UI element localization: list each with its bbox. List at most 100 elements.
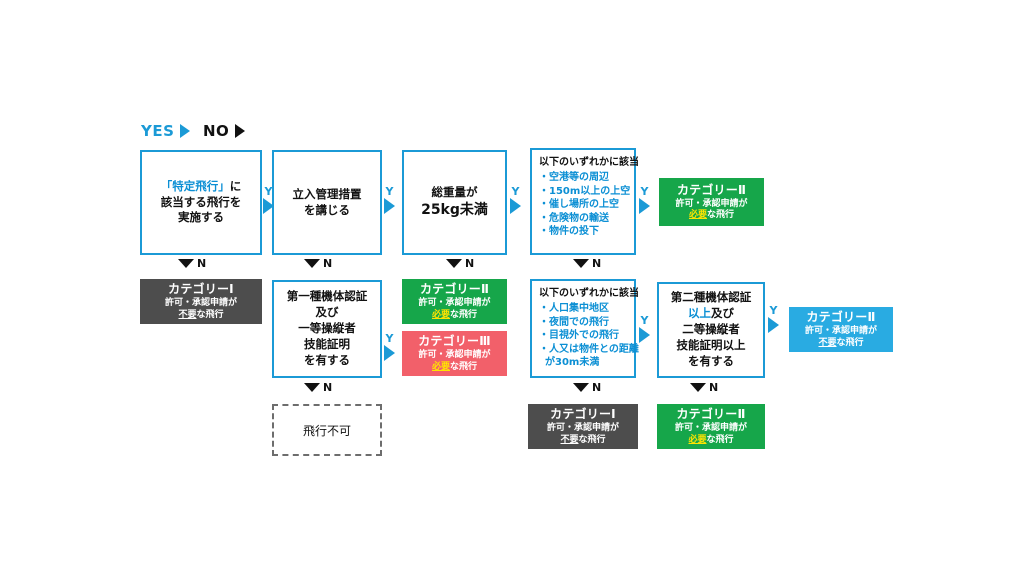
q6-line4: 技能証明 [304, 336, 350, 351]
result-category2-green-mid[interactable]: カテゴリーⅡ 許可・承認申請が 必要な飛行 [659, 178, 764, 226]
q7-line3: 二等操縦者 [682, 322, 740, 337]
connector-yes-label: Y [511, 185, 520, 198]
connector-yes-q2: Y [384, 186, 395, 214]
result-sub-line1: 許可・承認申請が [418, 298, 491, 309]
result-sub-mark: 不要 [178, 309, 197, 320]
connector-yes-q6: Y [384, 333, 395, 361]
legend-yes: YES [141, 122, 191, 140]
question-box-type1-cert[interactable]: 第一種機体認証 及び 一等操縦者 技能証明 を有する [272, 280, 382, 378]
result-category2-lightblue[interactable]: カテゴリーⅡ 許可・承認申請が 不要な飛行 [789, 307, 893, 352]
connector-no-label: N [323, 381, 333, 394]
result-title: カテゴリーⅡ [806, 310, 876, 325]
result-category2-green-top[interactable]: カテゴリーⅡ 許可・承認申請が 必要な飛行 [402, 279, 507, 324]
arrow-down-icon [573, 383, 589, 392]
connector-no-label: N [592, 257, 602, 270]
result-sub-mark: 不要 [818, 337, 837, 348]
legend-no-label: NO [203, 122, 230, 140]
q5-item-2: ・目視外での飛行 [539, 330, 619, 342]
result-sub-post: な飛行 [707, 210, 735, 220]
question-box-specified-flight-list[interactable]: 以下のいずれかに該当 ・空港等の周辺 ・150m以上の上空 ・催し場所の上空 ・… [530, 148, 639, 255]
arrow-down-icon [573, 259, 589, 268]
result-sub-line2: 不要な飛行 [560, 435, 605, 446]
connector-no-q4: N [573, 258, 601, 269]
q2-line1: 立入管理措置 [292, 186, 362, 201]
result-sub-line1: 許可・承認申請が [804, 326, 877, 337]
result-sub-post: な飛行 [706, 434, 734, 445]
arrow-right-icon [510, 198, 521, 214]
connector-no-q6: N [304, 382, 332, 393]
result-sub-line2: 必要な飛行 [689, 210, 734, 221]
question-box-type2-cert[interactable]: 第二種機体認証 以上及び 二等操縦者 技能証明以上 を有する [657, 282, 765, 378]
connector-no-label: N [323, 257, 333, 270]
q1-line1-emph: 「特定飛行」 [160, 178, 230, 193]
connector-no-q3: N [446, 258, 474, 269]
question-box-total-weight[interactable]: 総重量が 25kg未満 [402, 150, 507, 255]
connector-yes-label: Y [264, 185, 273, 198]
q3-line2: 25kg未満 [421, 201, 488, 218]
arrow-right-icon [768, 317, 779, 333]
legend-no: NO [203, 122, 246, 140]
result-category1-b[interactable]: カテゴリーⅠ 許可・承認申請が 不要な飛行 [528, 404, 638, 449]
result-sub-line2: 必要な飛行 [688, 435, 733, 446]
connector-yes-label: Y [385, 332, 394, 345]
result-title: カテゴリーⅢ [418, 334, 491, 349]
arrow-right-icon [384, 345, 395, 361]
arrow-right-icon [263, 198, 274, 214]
q7-line2-emph: 以上 [688, 306, 711, 321]
result-sub-line2: 不要な飛行 [818, 338, 863, 349]
q1-line3: 実施する [178, 210, 224, 225]
q4-item-0: ・空港等の周辺 [539, 172, 609, 184]
result-sub-line2: 必要な飛行 [432, 310, 477, 321]
q5-item-3: ・人又は物件との距離 [539, 343, 639, 355]
connector-no-q5: N [573, 382, 601, 393]
q4-item-4: ・物件の投下 [539, 225, 599, 237]
connector-yes-label: Y [640, 314, 649, 327]
q7-line2: 以上及び [688, 306, 734, 322]
question-box-entry-control[interactable]: 立入管理措置 を講じる [272, 150, 382, 255]
result-category2-green-bottom[interactable]: カテゴリーⅡ 許可・承認申請が 必要な飛行 [657, 404, 765, 449]
arrow-down-icon [304, 259, 320, 268]
arrow-down-icon [446, 259, 462, 268]
arrow-right-icon [639, 198, 650, 214]
result-sub-post: な飛行 [450, 361, 478, 372]
q7-line2-tail: 及び [711, 306, 734, 321]
q6-line2: 及び [315, 305, 339, 320]
question-box-dense-area-list[interactable]: 以下のいずれかに該当 ・人口集中地区 ・夜間での飛行 ・目視外での飛行 ・人又は… [530, 279, 639, 378]
q1-line1-tail: に [229, 178, 242, 193]
connector-yes-q3: Y [510, 186, 521, 214]
q5-item-cont-text: が30m未満 [545, 356, 600, 368]
q7-line5: を有する [688, 353, 734, 368]
q5-item-1: ・夜間での飛行 [539, 316, 609, 328]
q1-line1: 「特定飛行」に [161, 179, 242, 195]
q4-item-2: ・催し場所の上空 [539, 199, 619, 211]
result-sub-mark: 必要 [431, 309, 450, 320]
q4-item-1: ・150m以上の上空 [539, 185, 631, 197]
result-no-flight-label: 飛行不可 [302, 423, 351, 438]
connector-no-q1: N [178, 258, 206, 269]
result-sub-line1: 許可・承認申請が [418, 350, 491, 361]
result-title: カテゴリーⅡ [676, 407, 746, 422]
q4-header: 以下のいずれかに該当 [539, 157, 639, 168]
result-sub-line2: 不要な飛行 [178, 310, 223, 321]
result-sub-line1: 許可・承認申請が [674, 423, 747, 434]
arrow-down-icon [690, 383, 706, 392]
result-category1-a[interactable]: カテゴリーⅠ 許可・承認申請が 不要な飛行 [140, 279, 262, 324]
connector-no-label: N [709, 381, 719, 394]
connector-yes-label: Y [385, 185, 394, 198]
q3-line1: 総重量が [431, 184, 478, 199]
result-sub-mark: 必要 [688, 434, 707, 445]
connector-no-label: N [197, 257, 207, 270]
arrow-right-icon [384, 198, 395, 214]
result-category3-red[interactable]: カテゴリーⅢ 許可・承認申請が 必要な飛行 [402, 331, 507, 376]
legend-yes-arrow-icon [180, 124, 191, 138]
result-no-flight[interactable]: 飛行不可 [272, 404, 382, 456]
connector-no-label: N [592, 381, 602, 394]
result-sub-post: な飛行 [578, 434, 606, 445]
q2-line2: を講じる [304, 202, 350, 217]
connector-no-q7: N [690, 382, 718, 393]
connector-yes-label: Y [640, 185, 649, 198]
result-title: カテゴリーⅡ [676, 182, 747, 197]
arrow-right-icon [639, 327, 650, 343]
q4-item-3: ・危険物の輸送 [539, 212, 609, 224]
question-box-specified-flight[interactable]: 「特定飛行」に 該当する飛行を 実施する [140, 150, 262, 255]
